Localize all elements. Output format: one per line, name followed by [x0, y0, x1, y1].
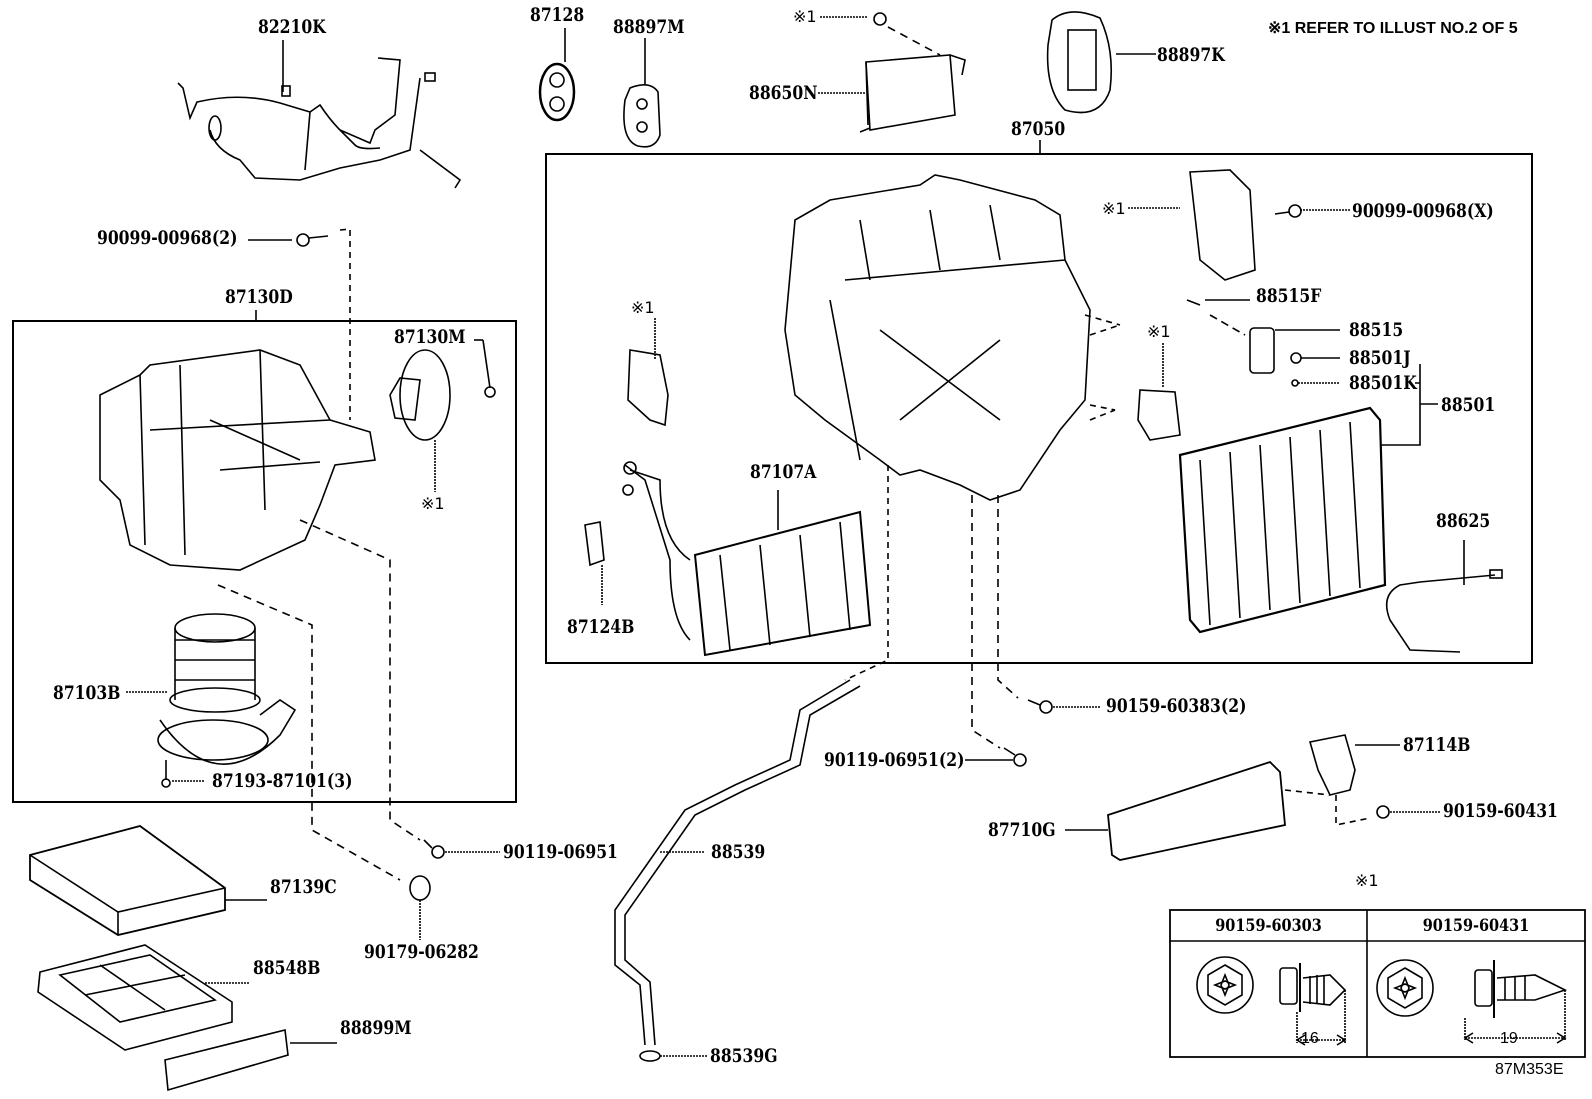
part-label-90099-00968-2[interactable]: 90099-00968(2) [97, 227, 238, 249]
part-label-87139C[interactable]: 87139C [270, 876, 337, 898]
wire-harness-drawing [177, 40, 462, 189]
evaporator-drawing [1178, 406, 1387, 634]
fastener-col-header-2[interactable]: 90159-60431 [1422, 916, 1530, 936]
part-label-88897K[interactable]: 88897K [1157, 44, 1225, 66]
heater-87710G-drawing [1065, 760, 1331, 861]
group-box-87050 [545, 153, 1533, 664]
actuator-87130M-drawing [389, 339, 496, 492]
filter-cover-drawing [164, 1029, 337, 1092]
part-label-88501[interactable]: 88501 [1441, 394, 1496, 416]
group-label-87130D[interactable]: 87130D [225, 286, 293, 308]
part-label-90119-06951[interactable]: 90119-06951 [503, 841, 618, 863]
fastener-table-drawing [1169, 909, 1586, 1058]
part-label-88548B[interactable]: 88548B [253, 957, 321, 979]
fastener-table-title: ※1 [1355, 871, 1379, 890]
fastener-length-1: 16 [1301, 1030, 1319, 1047]
part-label-90179-06282[interactable]: 90179-06282 [364, 941, 479, 963]
expansion-valve-drawing [1186, 299, 1438, 446]
ref-mark-5: ※1 [1147, 322, 1171, 341]
cabin-filter-drawing [29, 825, 267, 936]
fastener-col-header-1[interactable]: 90159-60303 [1215, 916, 1322, 936]
group-box-87130D [12, 320, 517, 803]
bracket-87114B-drawing [1308, 734, 1440, 826]
group-label-87050[interactable]: 87050 [1011, 118, 1066, 140]
part-label-88539[interactable]: 88539 [711, 841, 766, 863]
blower-motor-drawing [126, 613, 297, 788]
part-label-90099-00968-X[interactable]: 90099-00968(X) [1352, 200, 1494, 222]
ref-mark-3: ※1 [1102, 199, 1126, 218]
fastener-length-2: 19 [1500, 1030, 1518, 1047]
seal-88897K-drawing [1046, 11, 1156, 114]
ref-mark-1: ※1 [793, 7, 817, 26]
heater-core-drawing [622, 461, 872, 657]
part-label-88501J[interactable]: 88501J [1349, 347, 1411, 369]
part-label-90159-60431[interactable]: 90159-60431 [1443, 800, 1558, 822]
part-label-88501K[interactable]: 88501K [1349, 372, 1417, 394]
thermistor-drawing [1385, 540, 1503, 653]
grommet-87128-drawing [538, 28, 576, 122]
actuator-top-drawing [1128, 169, 1350, 281]
clip-87124B-drawing [584, 521, 605, 605]
reference-note: ※1 REFER TO ILLUST NO.2 OF 5 [1268, 20, 1518, 37]
part-label-88515F[interactable]: 88515F [1256, 285, 1322, 307]
part-label-87193-87101-3[interactable]: 87193-87101(3) [212, 770, 353, 792]
actuator-left-drawing [627, 318, 669, 427]
bolt-90159-60383-drawing [1027, 699, 1100, 714]
blower-case-drawing [99, 349, 421, 881]
part-label-90119-06951-2[interactable]: 90119-06951(2) [824, 749, 965, 771]
part-label-82210K[interactable]: 82210K [258, 16, 326, 38]
bolt-90119-06951-2-drawing [965, 747, 1027, 767]
part-label-88897M[interactable]: 88897M [613, 16, 685, 38]
actuator-mid-drawing [1137, 343, 1181, 441]
part-label-90159-60383-2[interactable]: 90159-60383(2) [1106, 695, 1247, 717]
illustration-code: 87M353E [1495, 1061, 1564, 1078]
clip-90179-06282-drawing [409, 875, 431, 940]
part-label-88515[interactable]: 88515 [1349, 319, 1404, 341]
part-label-87710G[interactable]: 87710G [988, 819, 1056, 841]
ref-mark-4: ※1 [631, 298, 655, 317]
part-label-88899M[interactable]: 88899M [340, 1017, 412, 1039]
ref-mark-2: ※1 [421, 494, 445, 513]
part-label-87128[interactable]: 87128 [530, 4, 585, 26]
drain-hose-drawing [614, 679, 861, 1062]
part-label-88650N[interactable]: 88650N [749, 82, 818, 104]
bolt-90099-00968-2-drawing [248, 228, 351, 420]
part-label-87103B[interactable]: 87103B [53, 682, 121, 704]
part-label-87107A[interactable]: 87107A [750, 461, 817, 483]
part-label-87114B[interactable]: 87114B [1403, 734, 1471, 756]
amplifier-88650N-drawing [818, 12, 966, 133]
part-label-87130M[interactable]: 87130M [394, 326, 466, 348]
seal-88897M-drawing [623, 38, 661, 148]
heater-unit-drawing [784, 174, 1121, 749]
bolt-90119-06951-drawing [423, 839, 500, 859]
part-label-87124B[interactable]: 87124B [567, 616, 635, 638]
part-label-88539G[interactable]: 88539G [710, 1045, 778, 1067]
filter-case-drawing [37, 944, 250, 1051]
part-label-88625[interactable]: 88625 [1436, 510, 1491, 532]
